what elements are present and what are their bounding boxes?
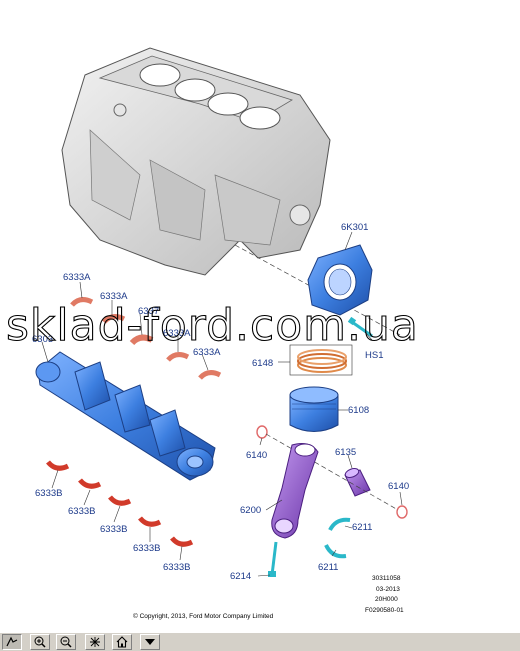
callout-6333b-5: 6333B — [163, 562, 190, 573]
main-bearing-upper-2 — [102, 314, 126, 324]
callout-6k301: 6K301 — [341, 222, 368, 233]
connecting-rod — [271, 443, 319, 539]
leader-lines — [41, 231, 403, 577]
main-bearing-lower-4 — [138, 516, 162, 527]
callout-6200: 6200 — [240, 505, 261, 516]
viewer-toolbar — [0, 632, 520, 651]
callout-6140-left: 6140 — [246, 450, 267, 461]
ref-number: 30311058 — [372, 575, 401, 582]
ref-code: 20H000 — [375, 596, 398, 603]
home-button[interactable] — [112, 634, 132, 650]
thrust-bearing — [129, 334, 154, 346]
callout-6333b-3: 6333B — [100, 524, 127, 535]
callout-6333b-1: 6333B — [35, 488, 62, 499]
main-bearing-upper-4 — [198, 370, 222, 380]
fit-view-button[interactable] — [85, 634, 105, 650]
snap-ring-left — [256, 425, 268, 439]
dropdown-button[interactable] — [140, 634, 160, 650]
callout-6333a-4: 6333A — [193, 347, 221, 358]
callout-6214: 6214 — [230, 571, 251, 582]
callout-6135: 6135 — [335, 447, 356, 458]
rod-bearing-upper — [328, 517, 351, 531]
dropdown-arrow-icon — [145, 639, 155, 645]
crankshaft — [35, 351, 216, 481]
ref-date: 03-2013 — [376, 586, 400, 593]
piston-pin — [344, 468, 371, 497]
callout-6140-right: 6140 — [388, 481, 409, 492]
callout-6211-upper: 6211 — [352, 522, 372, 533]
main-bearing-upper-1 — [70, 297, 94, 307]
piston — [289, 386, 339, 432]
callout-6337: 6337 — [138, 306, 159, 317]
main-bearing-lower-1 — [46, 460, 70, 471]
main-bearing-upper-3 — [166, 352, 190, 362]
rear-seal-retainer — [307, 244, 373, 316]
main-bearing-lower-3 — [108, 495, 132, 506]
main-bearing-lower-5 — [170, 536, 194, 547]
callout-6333b-4: 6333B — [133, 543, 160, 554]
callout-6303: 6303 — [32, 334, 53, 345]
select-tool-button[interactable] — [2, 634, 22, 650]
piston-rings — [289, 344, 353, 376]
callout-6333a-2: 6333A — [100, 291, 128, 302]
ref-figure: F0290580-01 — [365, 607, 404, 614]
callout-6333a-3: 6333A — [163, 328, 191, 339]
callout-6108: 6108 — [348, 405, 369, 416]
fit-view-icon — [90, 637, 100, 647]
watermark: sklad-ford.com.ua — [6, 300, 419, 351]
callout-hs1: HS1 — [365, 350, 383, 361]
callout-6211-lower: 6211 — [318, 562, 338, 573]
select-tool-icon — [6, 636, 18, 647]
callout-6333a-1: 6333A — [63, 272, 91, 283]
zoom-out-icon — [60, 636, 72, 648]
zoom-in-icon — [34, 636, 46, 648]
callout-6333b-2: 6333B — [68, 506, 95, 517]
zoom-out-button[interactable] — [56, 634, 76, 650]
rod-bearing-lower — [324, 544, 347, 559]
bolt-hs1 — [347, 316, 373, 338]
home-icon — [116, 636, 128, 648]
rod-bolt — [268, 541, 278, 577]
snap-ring-right — [396, 505, 408, 519]
zoom-in-button[interactable] — [30, 634, 50, 650]
main-bearing-lower-2 — [78, 478, 102, 489]
callout-6148: 6148 — [252, 358, 273, 369]
copyright-text: © Copyright, 2013, Ford Motor Company Li… — [133, 612, 274, 620]
cylinder-block — [61, 47, 331, 276]
exploded-parts-diagram: 6K301 HS1 6148 6108 6140 6135 6140 6200 … — [5, 47, 419, 620]
